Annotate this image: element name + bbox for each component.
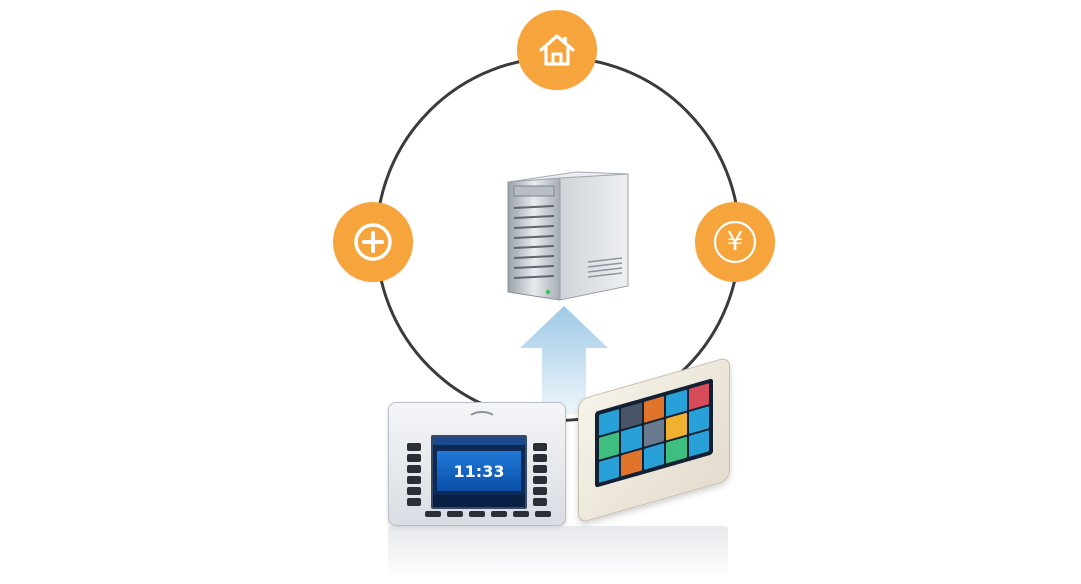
plus-node [333, 202, 413, 282]
house-icon [539, 34, 575, 66]
device-reflection [388, 526, 728, 578]
touch-panel-screen [595, 378, 713, 488]
right-keypad [533, 443, 547, 506]
clock-readout: 11:33 [453, 461, 505, 481]
terminal-screen: 11:33 [431, 435, 527, 509]
yen-circle-icon [713, 220, 757, 264]
upload-arrow [520, 306, 608, 414]
plus-circle-icon [354, 223, 392, 261]
attendance-terminal: 11:33 [388, 402, 566, 526]
yen-icon: ¥ [726, 227, 744, 257]
left-keypad [407, 443, 421, 506]
bottom-keypad [425, 511, 551, 517]
yen-node: ¥ [695, 202, 775, 282]
home-node [517, 10, 597, 90]
server-icon [507, 171, 629, 301]
nfc-icon [467, 411, 497, 429]
